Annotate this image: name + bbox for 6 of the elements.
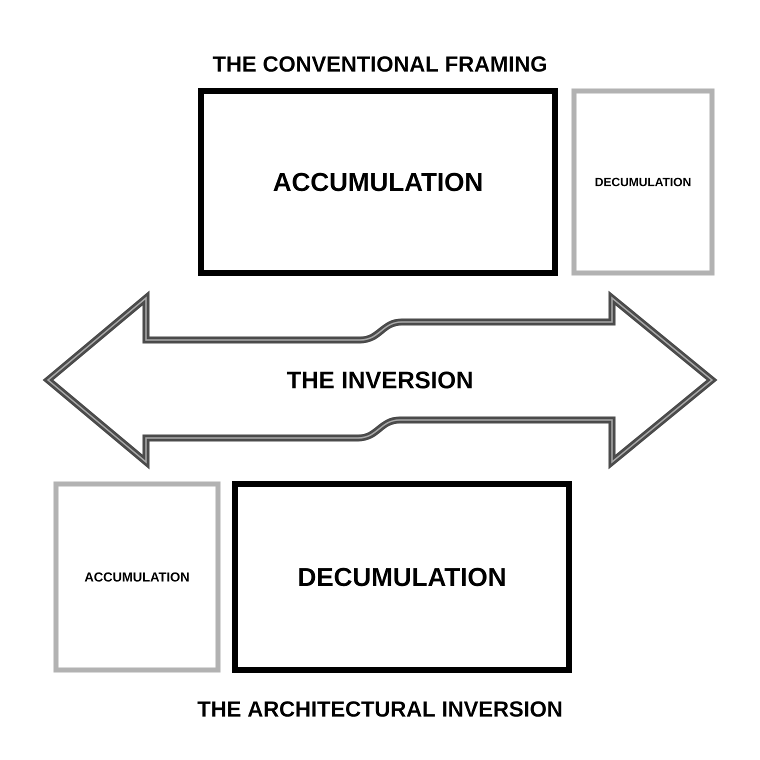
box: DECUMULATION	[572, 88, 714, 276]
box: ACCUMULATION	[54, 482, 220, 672]
heading: THE ARCHITECTURAL INVERSION	[198, 701, 562, 717]
box: ACCUMULATION	[198, 88, 558, 276]
box: DECUMULATION	[232, 481, 572, 673]
heading: THE CONVENTIONAL FRAMING	[212, 56, 546, 72]
